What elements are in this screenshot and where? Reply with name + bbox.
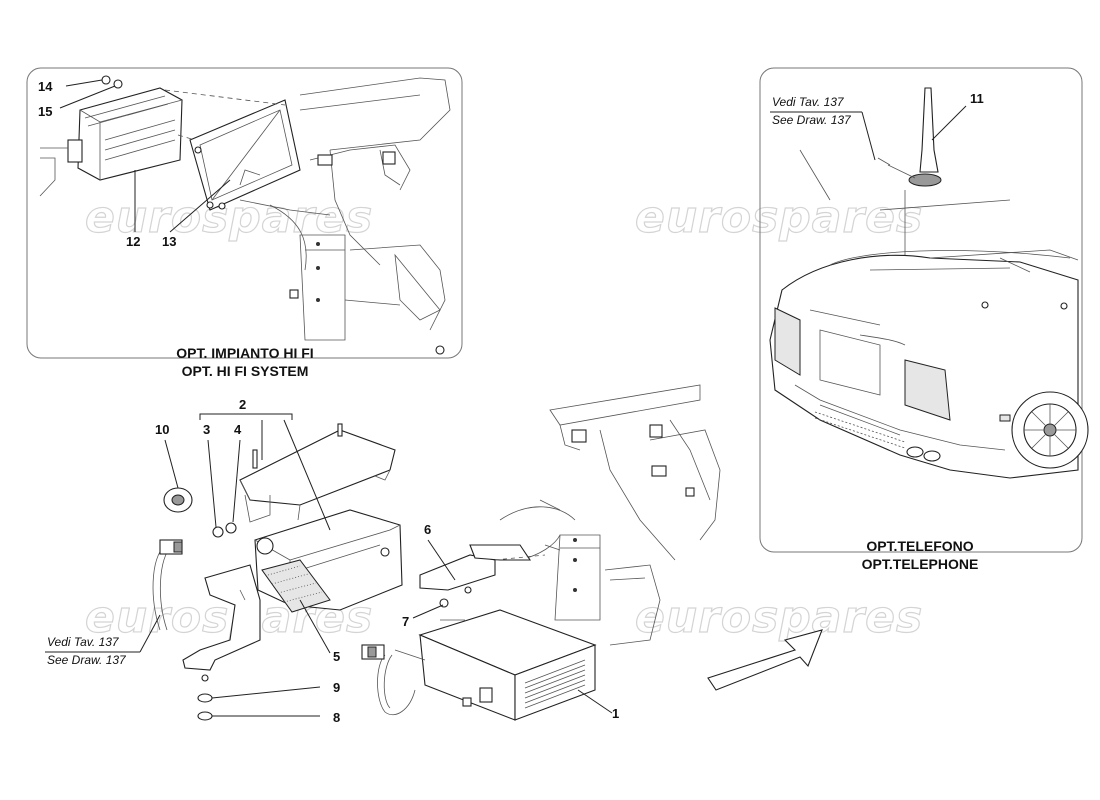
callout-12: 12 xyxy=(126,234,140,249)
hifi-panel-frame xyxy=(26,67,463,359)
telephone-caption-english: OPT.TELEPHONE xyxy=(862,556,979,572)
cable-ref-italian: Vedi Tav. 137 xyxy=(47,635,120,649)
telephone-panel: 11 Vedi Tav. 137 See Draw. 137 xyxy=(759,67,1089,553)
callout-14: 14 xyxy=(38,79,53,94)
pad-part-5 xyxy=(261,559,331,613)
callout-6: 6 xyxy=(424,522,431,537)
callout-13: 13 xyxy=(162,234,176,249)
callout-5: 5 xyxy=(333,649,340,664)
main-car-structure xyxy=(499,384,721,646)
callout-7: 7 xyxy=(402,614,409,629)
direction-arrow xyxy=(707,629,823,691)
cover-part-2 xyxy=(239,423,396,523)
callout-11: 11 xyxy=(970,91,984,106)
callout-1: 1 xyxy=(612,706,619,721)
telephone-panel-frame xyxy=(759,67,1083,553)
callout-10: 10 xyxy=(155,422,169,437)
antenna-ref-italian: Vedi Tav. 137 xyxy=(772,95,845,109)
tray-part-2 xyxy=(254,509,403,611)
changer-slot-grille xyxy=(524,659,586,709)
callout-2: 2 xyxy=(239,397,246,412)
nut-part-14 xyxy=(101,75,111,85)
left-cable xyxy=(152,539,183,631)
hifi-car-structure xyxy=(239,77,451,355)
callout-9: 9 xyxy=(333,680,340,695)
hifi-panel: 14 15 12 13 xyxy=(26,67,463,359)
washer-part-4 xyxy=(225,522,237,534)
callout-4: 4 xyxy=(234,422,242,437)
callout-3: 3 xyxy=(203,422,210,437)
cd-changer-part-1 xyxy=(361,609,597,721)
watermark-telephone: eurospares xyxy=(635,192,923,243)
grommet-part-10 xyxy=(163,487,193,513)
nut-part-8 xyxy=(197,711,213,721)
cable-ref-english: See Draw. 137 xyxy=(47,653,127,667)
bracket-part-6 xyxy=(419,544,546,594)
hifi-caption-english: OPT. HI FI SYSTEM xyxy=(182,363,309,379)
watermark-lower-right: eurospares xyxy=(635,592,923,643)
nut-part-3 xyxy=(212,526,224,538)
amplifier-part-12 xyxy=(39,75,183,197)
antenna-ref-english: See Draw. 137 xyxy=(772,113,852,127)
hifi-caption-italian: OPT. IMPIANTO HI FI xyxy=(176,345,313,361)
antenna-part-11 xyxy=(877,87,942,187)
lower-bracket xyxy=(182,564,261,682)
bracket-part-13 xyxy=(189,99,301,211)
washer-part-9 xyxy=(197,693,213,703)
callout-15: 15 xyxy=(38,104,52,119)
watermark-group: eurospares eurospares eurospares eurospa… xyxy=(84,191,923,643)
telephone-caption-italian: OPT.TELEFONO xyxy=(866,538,973,554)
car-rear-illustration xyxy=(769,149,1089,479)
callout-8: 8 xyxy=(333,710,340,725)
washer-part-15 xyxy=(113,79,123,89)
